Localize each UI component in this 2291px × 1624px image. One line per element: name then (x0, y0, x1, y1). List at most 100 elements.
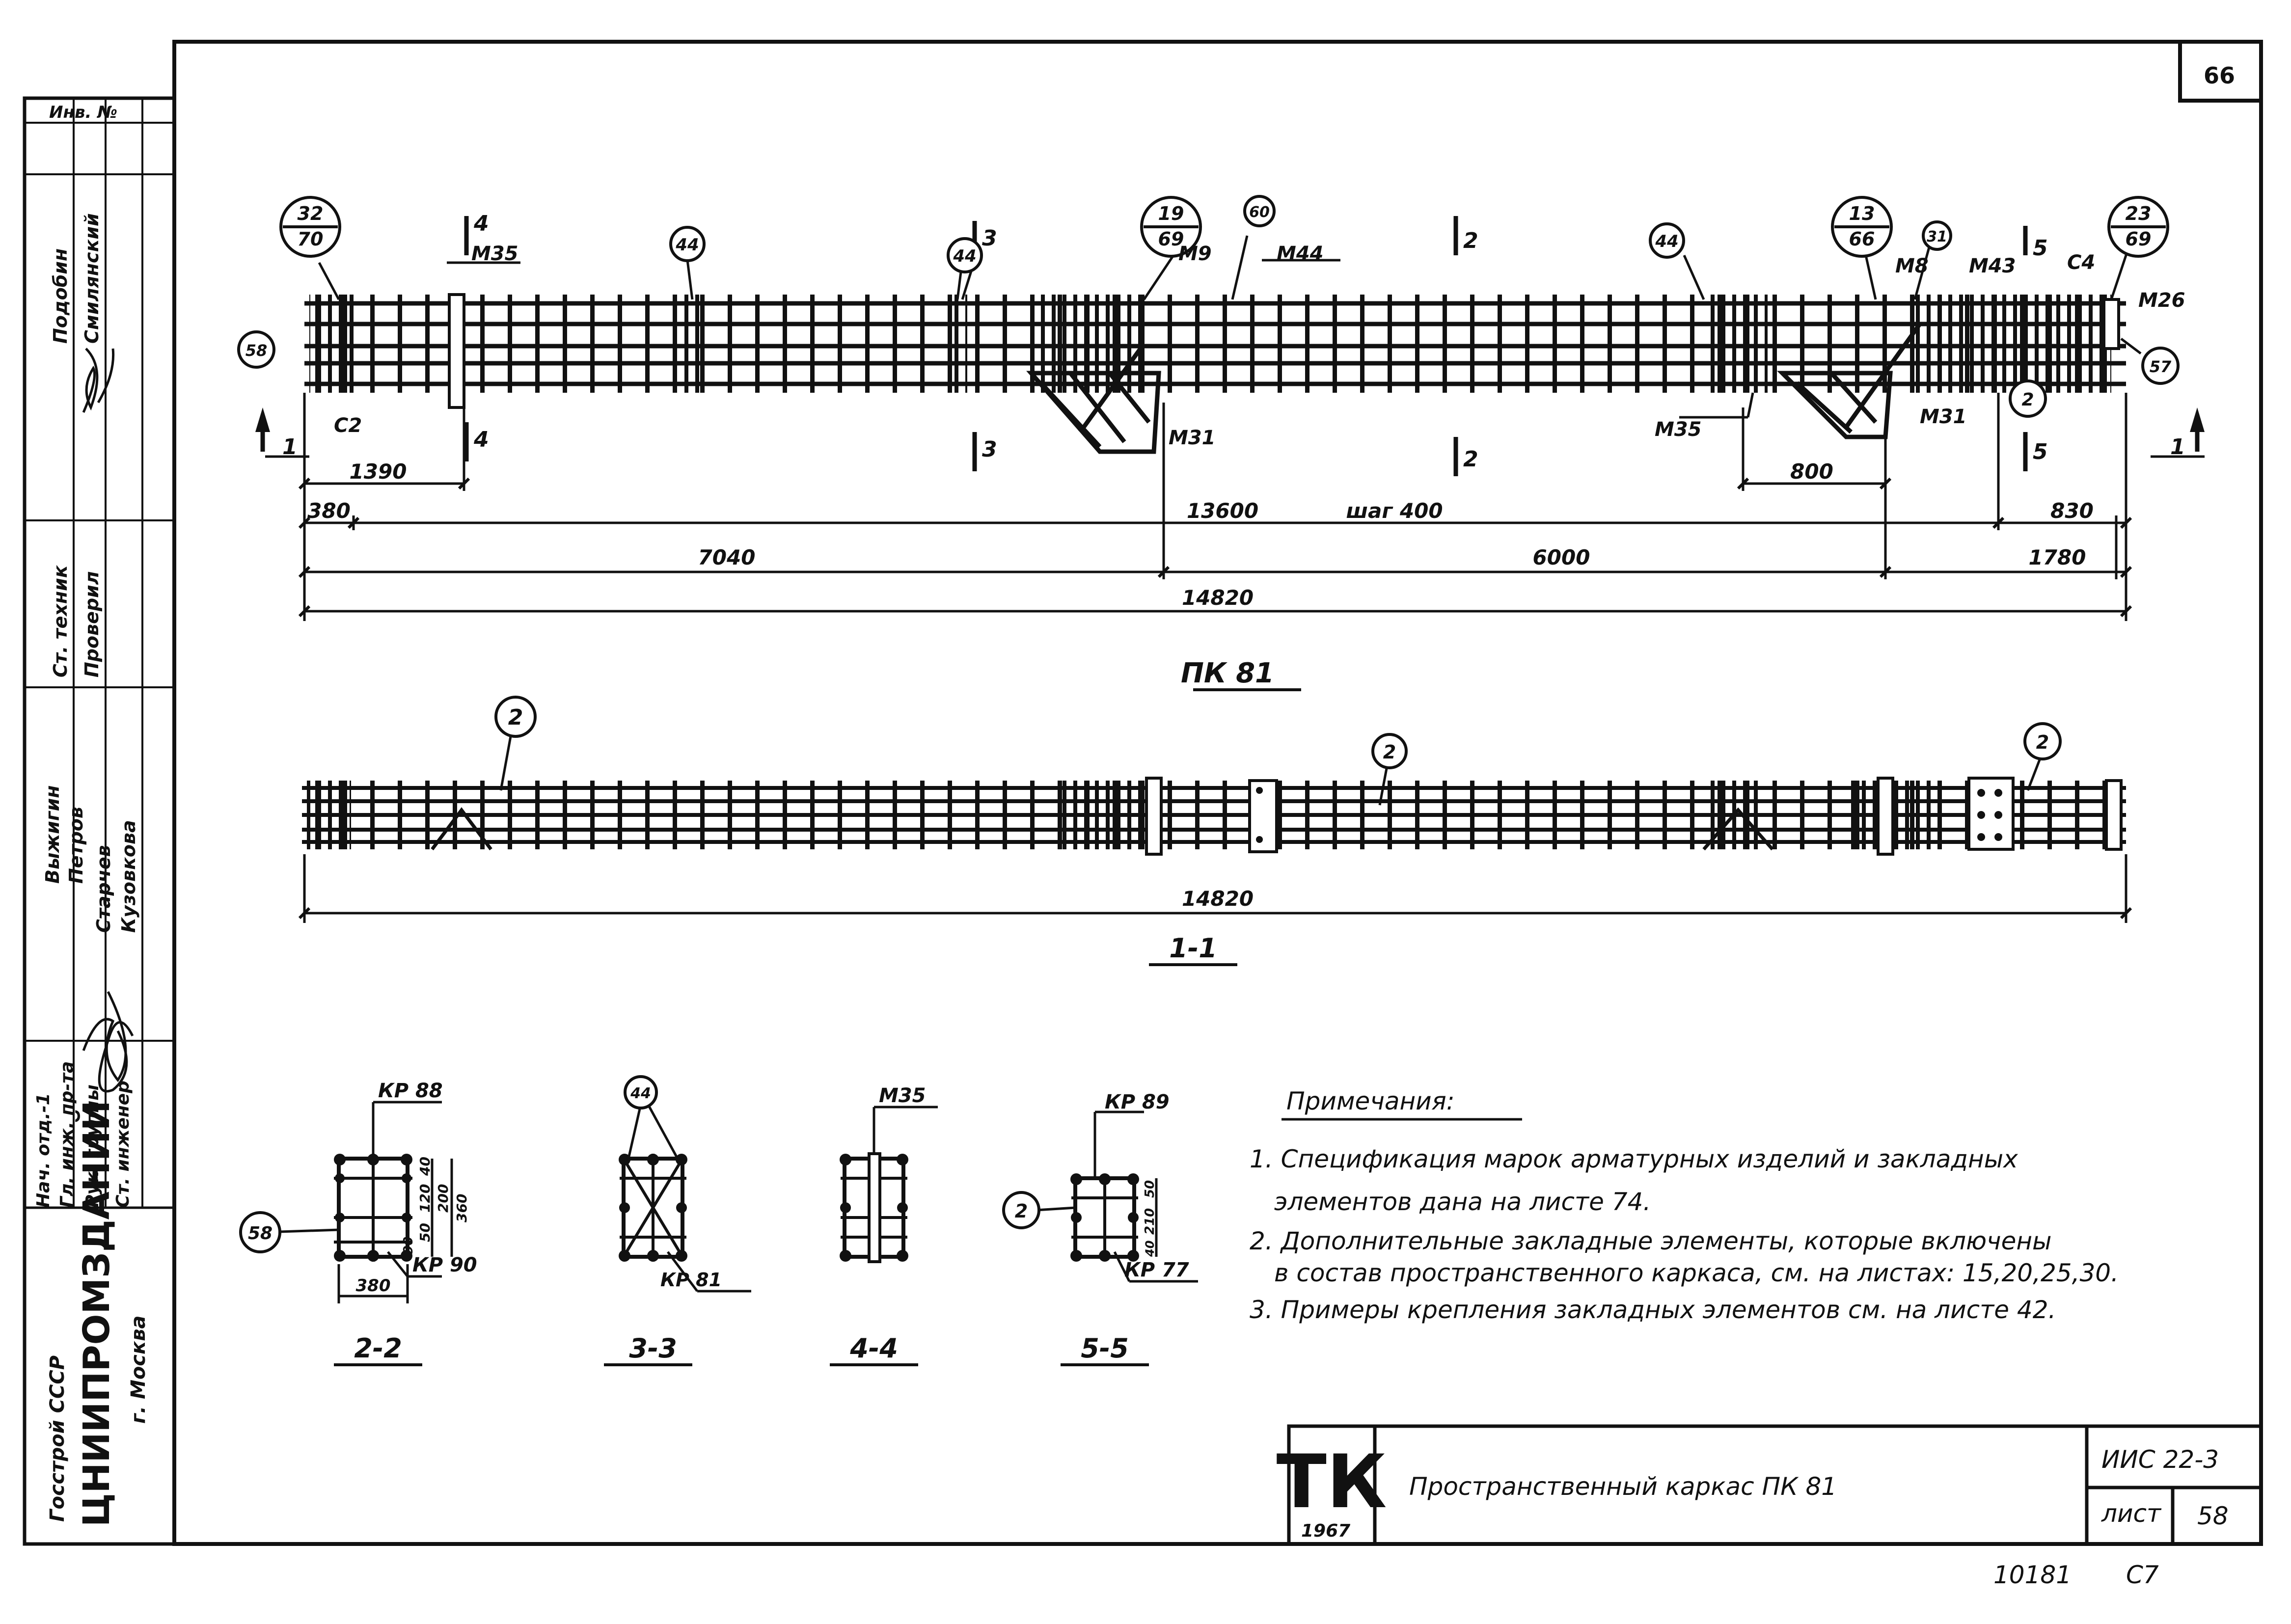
mark-labels: М35 М9 М44 М31 М35 М8 М43 С4 М26 М31 С2 (334, 243, 2185, 449)
mark-m9: М9 (1178, 243, 1212, 265)
signatures (82, 348, 134, 1093)
sec33-callout-44: 44 (630, 1085, 651, 1102)
mark-m26: М26 (2138, 289, 2185, 312)
dim-800: 800 (1790, 460, 1833, 484)
dim-1780: 1780 (2029, 545, 2086, 569)
notes-heading: Примечания: (1286, 1087, 1455, 1115)
sec22-title: 2-2 (354, 1333, 402, 1364)
section-2-2: 58 КР 88 КР 90 40 120 50 200 360 90 380 … (239, 1080, 477, 1366)
sec-1-right: 1 (2170, 434, 2185, 460)
longitudinal-bars (304, 301, 2126, 386)
dim-14820a: 14820 (1182, 586, 1254, 610)
section-5-5: 2 КР 89 КР 77 50 210 40 5-5 (1002, 1091, 1198, 1366)
proveril-label: Проверил (81, 571, 103, 677)
title-series: ИИС 22-3 (2101, 1445, 2219, 1474)
callout-31: 31 (1927, 228, 1947, 245)
title-name: Пространственный каркас ПК 81 (1409, 1472, 1837, 1501)
callout-58: 58 (245, 341, 268, 360)
sec33-title: 3-3 (629, 1333, 677, 1364)
plan-callout-2c: 2 (2036, 731, 2049, 753)
tk-logo: ТК (1277, 1439, 1387, 1525)
mark-m35a: М35 (471, 243, 518, 265)
sec44-m35: М35 (879, 1084, 926, 1107)
gosstroy-label: Госстрой СССР (46, 1355, 69, 1522)
sec22-dim-0: 40 (417, 1157, 433, 1176)
section-3-3: 44 КР 81 3-3 (604, 1075, 751, 1366)
embedded-plates (448, 293, 2120, 409)
smilyansky-label: Смилянский (81, 213, 103, 344)
dim-6000: 6000 (1533, 545, 1590, 569)
city-label: г. Москва (127, 1316, 150, 1424)
callout-69b: 69 (2126, 228, 2152, 250)
dim-step: шаг 400 (1346, 499, 1443, 523)
mark-m8: М8 (1895, 255, 1929, 277)
sec55-kr89: КР 89 (1105, 1091, 1170, 1113)
callout-60: 60 (1249, 204, 1270, 221)
section-arrows (255, 407, 2205, 432)
callout-2a: 2 (2021, 390, 2034, 410)
dim-ticks (298, 477, 2132, 618)
mark-m31a: М31 (1169, 427, 1215, 449)
kuzovkova-label: Кузовкова (118, 820, 139, 933)
callout-44c: 44 (1655, 232, 1678, 251)
sec-5-bot: 5 (2033, 439, 2048, 464)
elevation-view: 32 70 44 44 19 69 60 44 13 66 31 23 69 5… (237, 195, 2205, 691)
callout-66: 66 (1849, 228, 1875, 250)
plan-callout-2a: 2 (508, 705, 523, 730)
sec22-dim-4: 360 (454, 1194, 470, 1222)
mark-m44: М44 (1277, 243, 1323, 265)
dim-7040: 7040 (698, 545, 756, 569)
mark-m31b: М31 (1920, 406, 1966, 428)
plan-title: 1-1 (1169, 933, 1217, 964)
mark-c2: С2 (334, 414, 362, 437)
note-1: 1. Спецификация марок арматурных изделий… (1250, 1145, 2018, 1173)
podobin-label: Подобин (50, 248, 71, 344)
callout-44a: 44 (675, 235, 699, 255)
title-sheet-no: 58 (2197, 1502, 2229, 1530)
sec55-dim-2: 40 (1143, 1241, 1157, 1257)
sec22-callout-58: 58 (248, 1223, 273, 1244)
cage-stirrups (307, 295, 2119, 393)
vyzhigin-label: Выжигин (42, 785, 63, 884)
callout-labels: 32 70 44 44 19 69 60 44 13 66 31 23 69 5… (245, 203, 2172, 410)
sheet-frame (23, 40, 2263, 1546)
callout-19: 19 (1158, 203, 1184, 224)
left-strip: Инв. № Подобин Смилянский Ст. техник Про… (33, 103, 150, 1527)
section-4-4: М35 4-4 (830, 1084, 938, 1366)
sec-1-left: 1 (282, 434, 298, 460)
sec-2-bot: 2 (1463, 447, 1478, 472)
starchev-label: Старчев (93, 845, 114, 933)
note-1b: элементов дана на листе 74. (1274, 1188, 1651, 1216)
mark-c4: С4 (2067, 251, 2095, 274)
callout-44b: 44 (953, 246, 976, 266)
sec55-dim-0: 50 (1143, 1180, 1157, 1198)
title-block: ТК 1967 Пространственный каркас ПК 81 ИИ… (1277, 1424, 2263, 1546)
sec44-title: 4-4 (849, 1333, 898, 1364)
sec-5-top: 5 (2033, 236, 2048, 261)
st-inzhener-label: Ст. инженер (113, 1081, 133, 1208)
sec22-kr88: КР 88 (378, 1080, 443, 1102)
sec55-dim-1: 210 (1143, 1208, 1157, 1235)
nach-otd-label: Нач. отд.-1 (33, 1093, 54, 1208)
callout-32: 32 (298, 203, 324, 224)
footer-number: 10181 (1993, 1561, 2072, 1589)
sec-2-top: 2 (1463, 228, 1478, 253)
sec22-dim-1: 120 (417, 1184, 433, 1213)
dim-830: 830 (2050, 499, 2094, 523)
institute-label: ЦНИИПРОМЗДАНИЙ (75, 1100, 118, 1527)
callout-circles (237, 195, 2180, 418)
dim-380: 380 (307, 499, 351, 523)
mark-m43: М43 (1969, 255, 2016, 277)
dim-1390: 1390 (350, 460, 407, 484)
callout-69a: 69 (1158, 228, 1184, 250)
sec33-kr81: КР 81 (660, 1269, 722, 1291)
callout-70: 70 (298, 228, 324, 250)
plan-callout-2b: 2 (1383, 741, 1396, 763)
page-number: 66 (2204, 62, 2235, 89)
sec22-dim-2: 50 (417, 1223, 433, 1242)
sec55-callout-2: 2 (1015, 1200, 1028, 1222)
note-3: 3. Примеры крепления закладных элементов… (1250, 1296, 2056, 1324)
gl-inzh-label: Гл. инж. пр-та (57, 1061, 77, 1208)
section-labels: 1 1 4 4 3 3 2 2 5 5 (282, 211, 2185, 472)
